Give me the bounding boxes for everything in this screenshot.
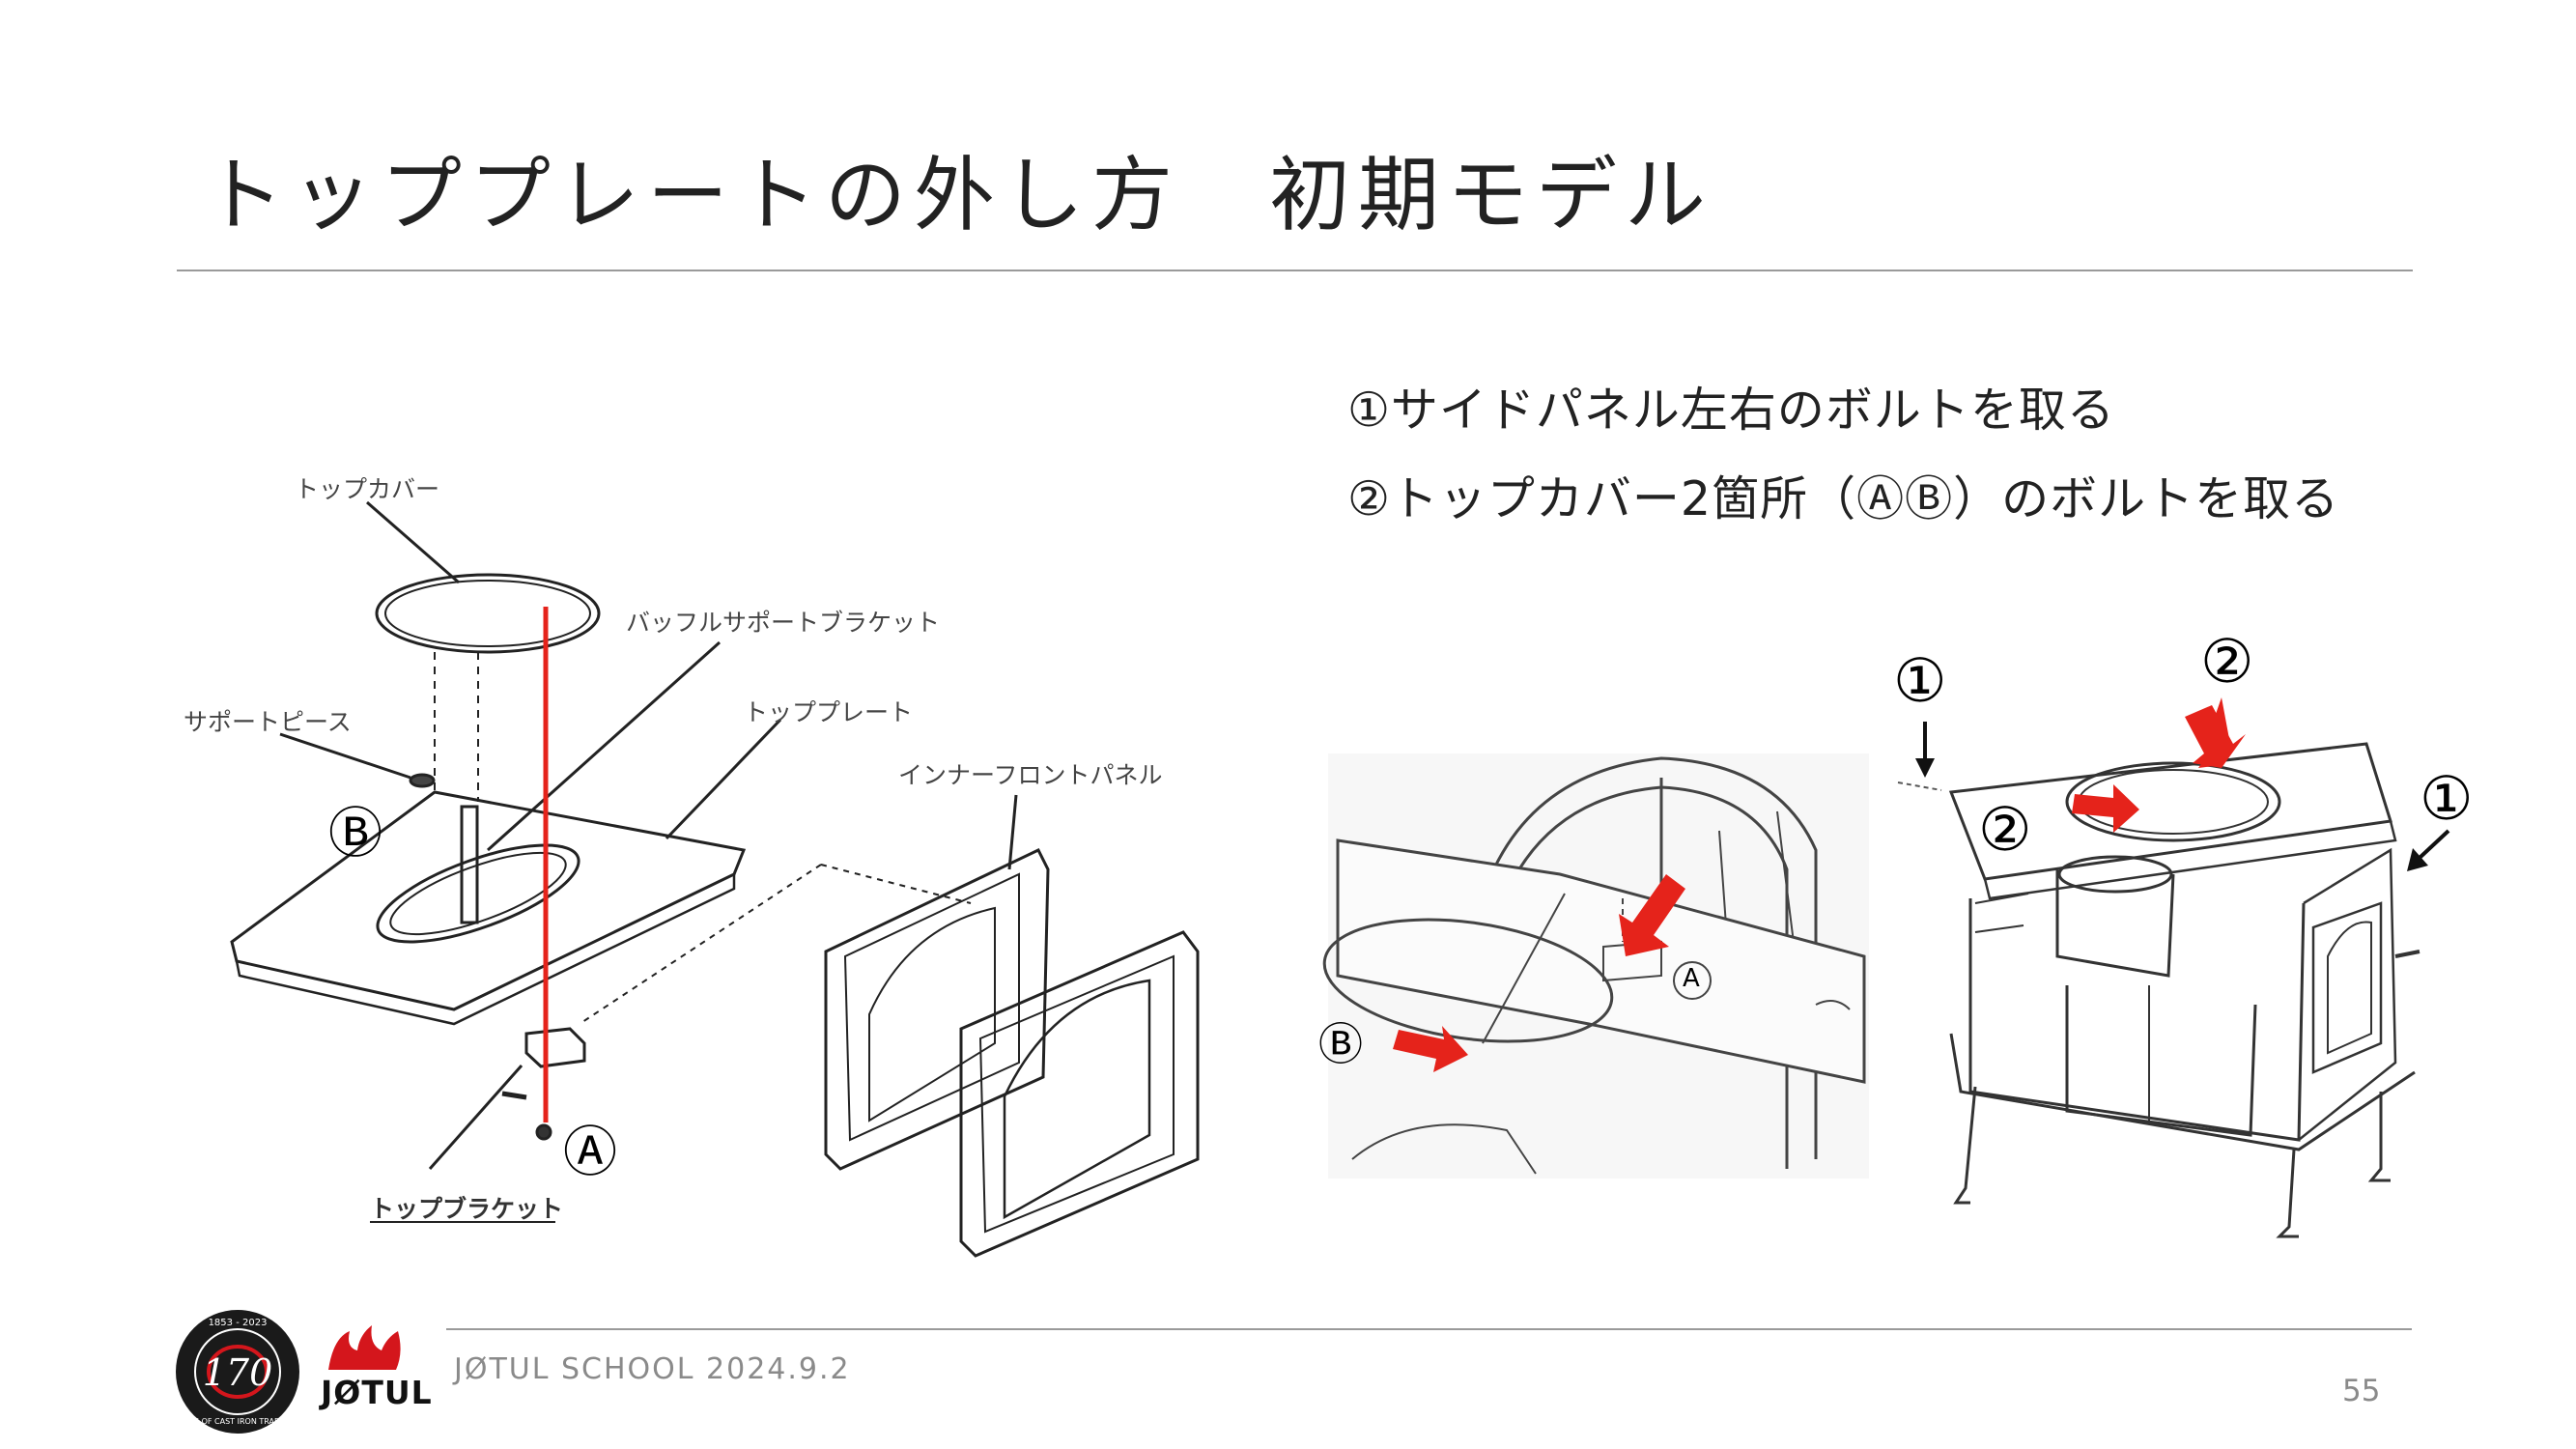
inner-front-panel-front [959,930,1200,1258]
page-number: 55 [2342,1374,2381,1408]
label-top-plate: トッププレート [744,698,914,726]
marker-a-small: A [1683,964,1700,993]
badge-number: 170 [203,1351,273,1394]
marker-b-left: Ⓑ [328,803,382,866]
marker-2-top: ② [2200,626,2254,696]
label-top-bracket: トップブラケット [370,1195,564,1223]
step-1-text: ①サイドパネル左右のボルトを取る [1347,383,2115,438]
label-top-cover: トップカバー [295,475,440,503]
page-title: トッププレートの外し方 初期モデル [203,148,1714,242]
badge-years: 1853 - 2023 [209,1318,268,1328]
brand-logo-text: JØTUL [321,1374,433,1411]
marker-a-left: Ⓐ [563,1122,617,1184]
red-arrow-a [1619,874,1685,956]
step-2-text: ②トップカバー2箇所（ⒶⒷ）のボルトを取る [1347,471,2340,526]
red-arrow-flue [2072,784,2139,833]
red-arrow-top [2198,697,2229,768]
marker-1-left: ① [1893,645,1947,716]
inner-front-panel-back [824,848,1050,1171]
badge-ring-text: YEARS OF CAST IRON TRADITION [173,1417,301,1426]
jotul-flame-icon [328,1325,401,1370]
top-cover-ellipse [375,573,601,654]
marker-2-flue: ② [1978,794,2032,865]
title-divider [177,270,2413,271]
red-arrow-top-2 [2185,705,2246,768]
footer-divider [446,1328,2412,1330]
marker-1-right: ① [2420,763,2474,834]
marker-b-middle: Ⓑ [1318,1018,1363,1070]
footer-text: JØTUL SCHOOL 2024.9.2 [454,1352,851,1386]
label-inner-front-panel: インナーフロントパネル [898,761,1163,789]
label-baffle-support-bracket: バッフルサポートブラケット [626,609,941,637]
label-support-piece: サポートピース [184,708,352,736]
red-arrow-b [1393,1026,1468,1072]
